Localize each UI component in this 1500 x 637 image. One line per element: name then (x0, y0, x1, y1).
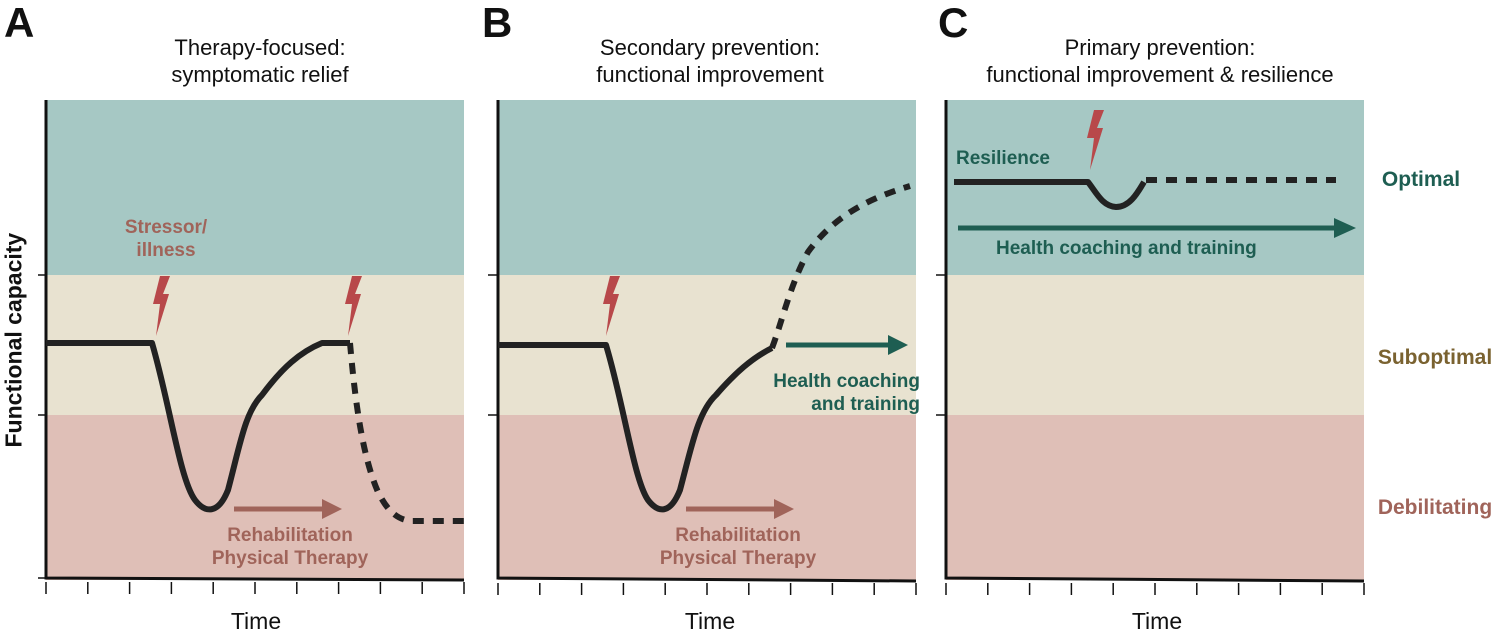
zone-label-debilitating: Debilitating (1377, 496, 1493, 519)
zone-label-optimal: Optimal (1381, 168, 1461, 191)
panel-a-rehab-label: Rehabilitation Physical Therapy (190, 524, 390, 570)
zone-label-suboptimal: Suboptimal (1377, 346, 1493, 369)
panel-a-baseline-curve (46, 340, 350, 513)
panel-a-debilitating-zone (46, 415, 464, 580)
panel-title-b-line2: functional improvement (596, 62, 824, 87)
panel-title-a-line1: Therapy-focused: (174, 35, 346, 60)
panel-a-stressor-line1: Stressor/ (124, 217, 208, 238)
panel-a-stressor-label: Stressor/ illness (96, 216, 236, 262)
x-ticks (45, 582, 1365, 595)
panel-c-suboptimal-zone (946, 275, 1364, 415)
panel-c-optimal-zone (946, 100, 1364, 275)
panel-b-improvement-curve (769, 183, 911, 350)
panel-c-x-axis-label: Time (1131, 608, 1183, 634)
panel-b-x-axis-label: Time (684, 608, 736, 634)
panel-title-a-line2: symptomatic relief (171, 62, 349, 87)
panel-b-coaching-line1: Health coaching (773, 371, 920, 392)
panel-title-c: Primary prevention: functional improveme… (950, 34, 1370, 88)
panel-a-rehab-line2: Physical Therapy (211, 548, 369, 569)
panel-c-axes (944, 100, 1365, 583)
y-axis-label: Functional capacity (0, 232, 27, 448)
panel-b-rehab-line2: Physical Therapy (659, 548, 817, 569)
lightning-bolt-icon (1087, 110, 1104, 170)
panel-a-optimal-zone (46, 100, 464, 275)
lightning-bolt-icon (603, 276, 620, 336)
panel-b-coaching-arrow (786, 335, 908, 355)
panel-title-b: Secondary prevention: functional improve… (540, 34, 880, 88)
panel-c-resilience-label: Resilience (956, 148, 1050, 169)
panel-b-axes (496, 100, 917, 583)
panel-title-c-line2: functional improvement & resilience (986, 62, 1334, 87)
panel-a-stressor-line2: illness (136, 240, 196, 261)
panel-a-x-axis-label: Time (230, 608, 282, 634)
lightning-bolt-icon (153, 276, 170, 336)
panel-b-coaching-line2: and training (811, 394, 920, 415)
panel-title-a: Therapy-focused: symptomatic relief (100, 34, 420, 88)
panel-c-debilitating-zone (946, 415, 1364, 580)
panel-b-debilitating-zone (498, 415, 916, 580)
panel-b-coaching-label: Health coaching and training (740, 370, 920, 416)
panel-a-rehab-arrow (234, 499, 342, 519)
panel-letter-a: A (4, 0, 35, 46)
panel-c-coaching-arrow (958, 218, 1356, 238)
panel-title-c-line1: Primary prevention: (1064, 35, 1256, 60)
panel-c-coaching-label: Health coaching and training (996, 238, 1257, 259)
panel-a-rehab-line1: Rehabilitation (227, 525, 353, 546)
panel-letter-c: C (938, 0, 969, 46)
panel-b-rehab-line1: Rehabilitation (675, 525, 801, 546)
panel-title-b-line1: Secondary prevention: (599, 35, 821, 60)
lightning-bolt-icon (345, 276, 362, 336)
panel-b-recovery-curve (498, 342, 774, 513)
panel-b-rehab-label: Rehabilitation Physical Therapy (638, 524, 838, 570)
panel-a-decline-curve (347, 342, 464, 524)
panel-b-rehab-arrow (686, 499, 794, 519)
panel-c-resilience-curve (954, 179, 1147, 210)
panel-b-optimal-zone (498, 100, 916, 275)
panel-letter-b: B (482, 0, 513, 46)
